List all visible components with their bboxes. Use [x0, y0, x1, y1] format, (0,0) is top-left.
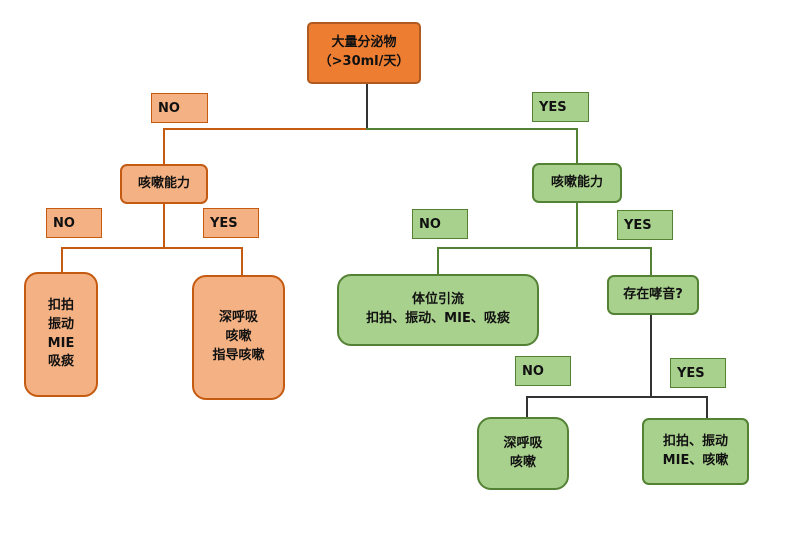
connector-root-left	[163, 128, 367, 130]
connector-root-right	[366, 128, 578, 130]
right-yes-label: YES	[617, 210, 673, 240]
wheeze-yes-label: YES	[670, 358, 726, 388]
connector-root-down	[366, 83, 368, 129]
connector-right-yes	[650, 247, 652, 275]
wheeze-yes-box: 扣拍、振动 MIE、咳嗽	[642, 418, 749, 485]
connector-wheeze-yes	[706, 396, 708, 418]
left-yes-label: YES	[203, 208, 259, 238]
root-node: 大量分泌物 （>30ml/天）	[307, 22, 421, 84]
left-no-label: NO	[46, 208, 102, 238]
right-cough-node: 咳嗽能力	[532, 163, 622, 203]
wheeze-node: 存在哮音?	[607, 275, 699, 315]
connector-left-cough-down	[163, 204, 165, 248]
root-line2: （>30ml/天）	[318, 54, 410, 69]
root-no-label: NO	[151, 93, 208, 123]
connector-right-horizontal	[437, 247, 652, 249]
wheeze-no-box: 深呼吸 咳嗽	[477, 417, 569, 490]
left-yes-box: 深呼吸 咳嗽 指导咳嗽	[192, 275, 285, 400]
wheeze-no-label: NO	[515, 356, 571, 386]
connector-left-yes	[241, 247, 243, 275]
left-no-box: 扣拍 振动 MIE 吸痰	[24, 272, 98, 397]
root-line1: 大量分泌物	[331, 35, 397, 51]
connector-wheeze-horizontal	[526, 396, 708, 398]
connector-left-no	[61, 247, 63, 272]
connector-wheeze-no	[526, 396, 528, 418]
left-cough-node: 咳嗽能力	[120, 164, 208, 204]
connector-to-right-cough	[576, 128, 578, 164]
connector-right-no	[437, 247, 439, 274]
connector-left-horizontal	[61, 247, 243, 249]
connector-to-left-cough	[163, 128, 165, 164]
connector-right-cough-down	[576, 203, 578, 248]
right-no-label: NO	[412, 209, 468, 239]
connector-wheeze-down	[650, 315, 652, 397]
right-no-box: 体位引流 扣拍、振动、MIE、吸痰	[337, 274, 539, 346]
root-yes-label: YES	[532, 92, 589, 122]
